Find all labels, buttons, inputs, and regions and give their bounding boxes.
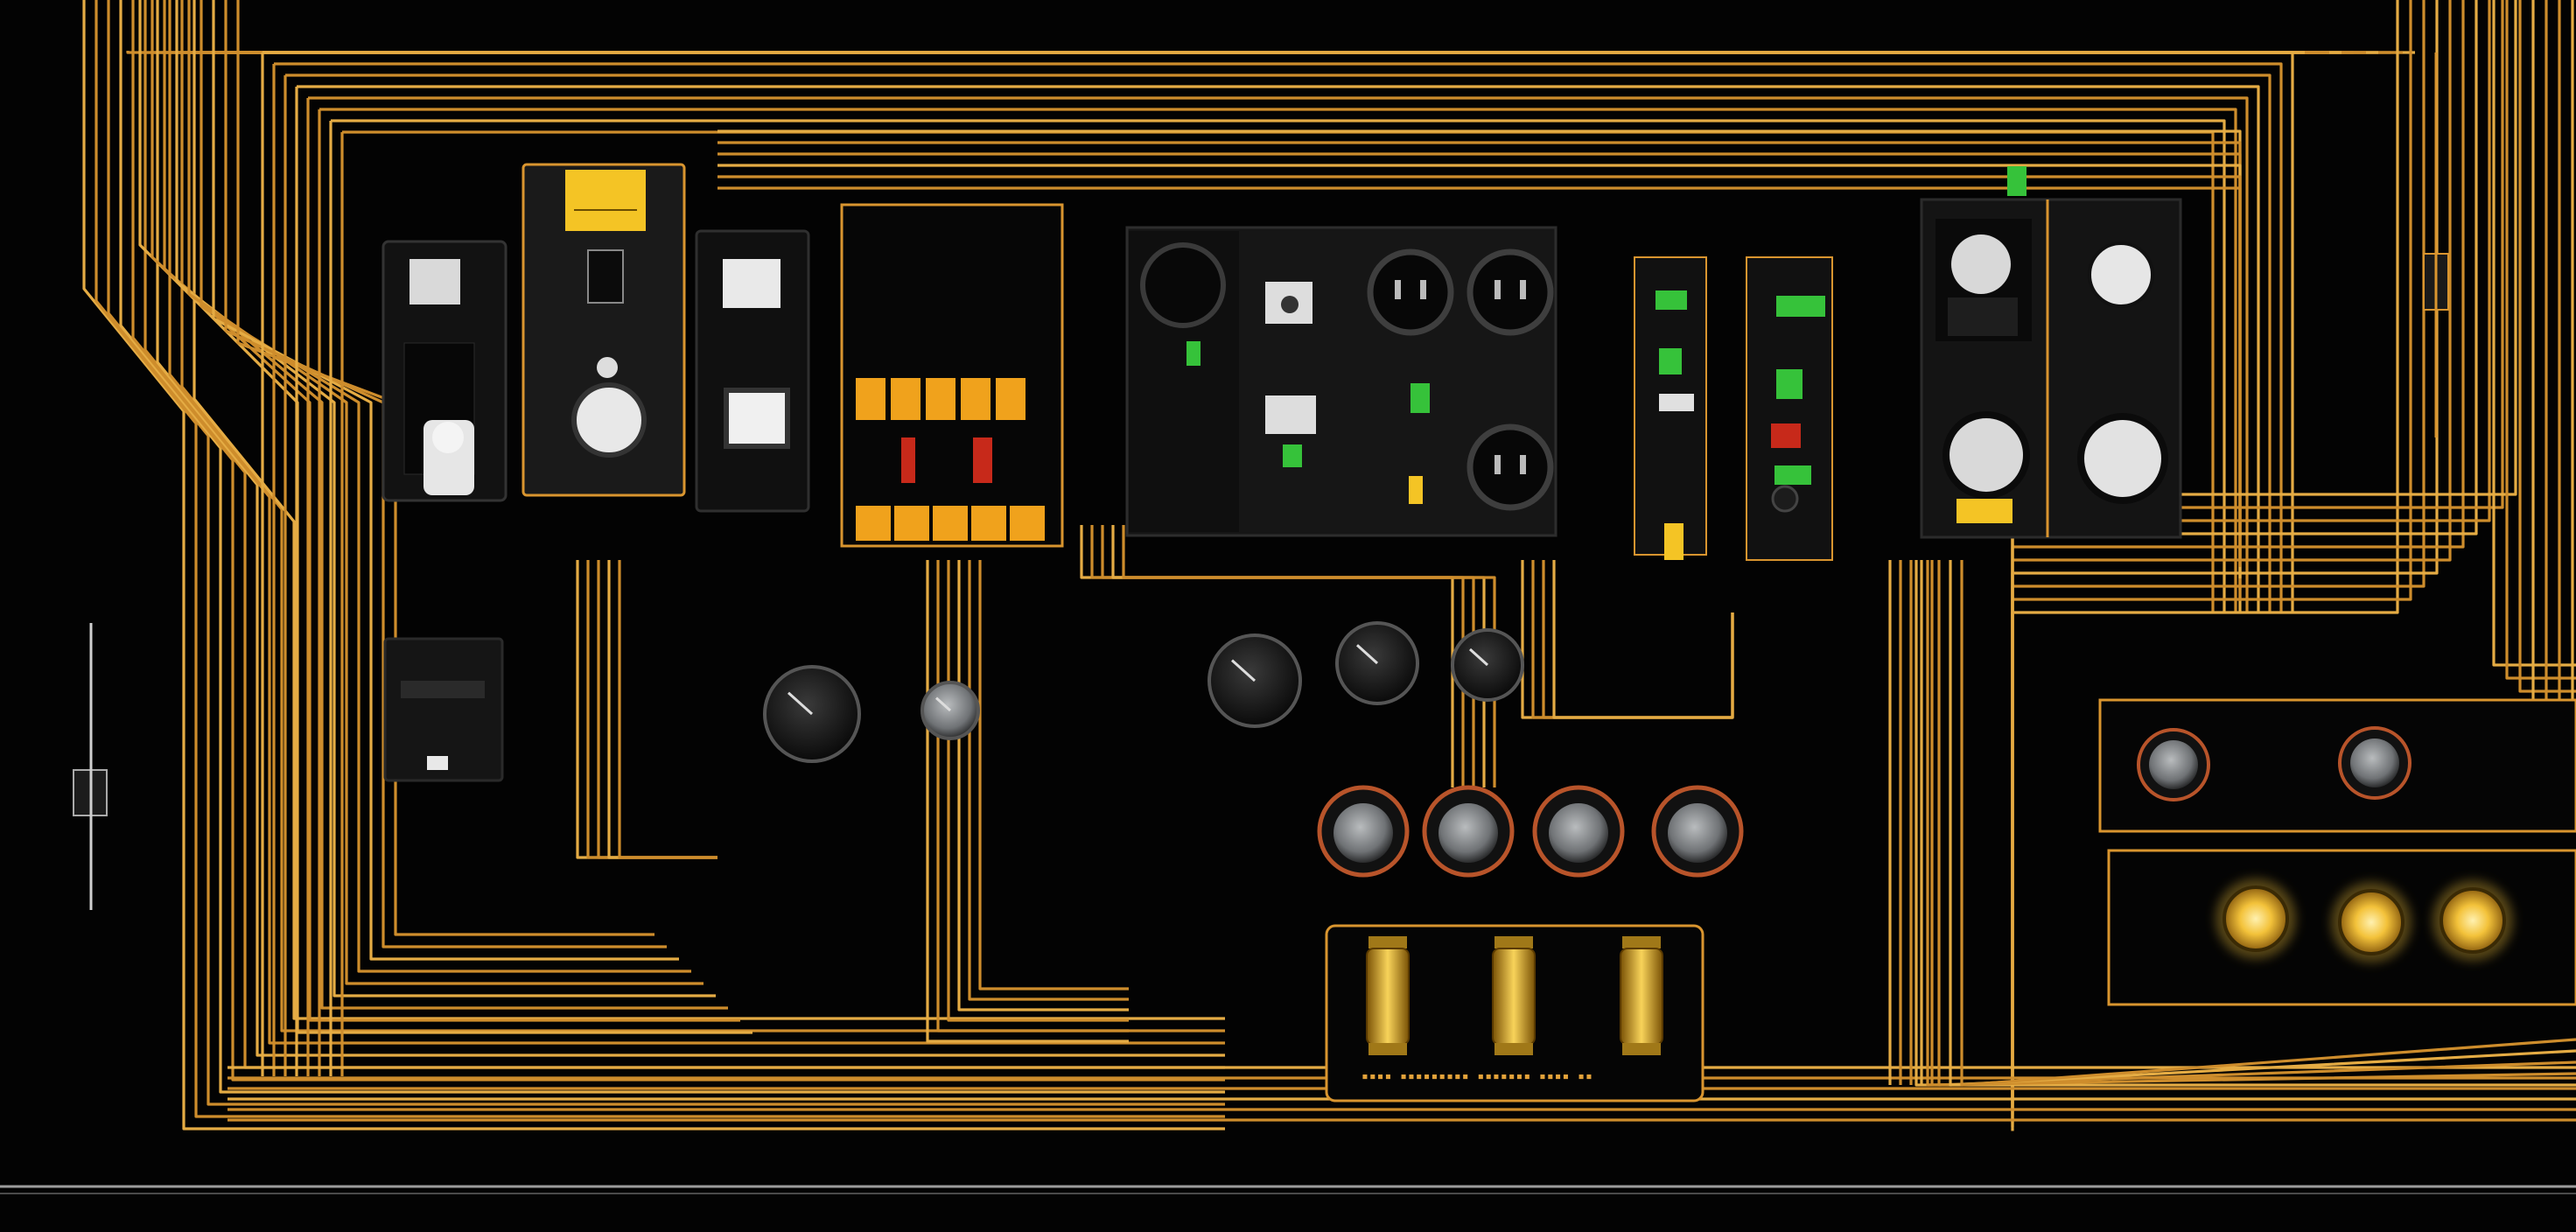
- power-outlet: [1466, 424, 1554, 511]
- analog-gauge: [763, 665, 861, 763]
- relay: [926, 378, 956, 420]
- wire: [212, 0, 679, 961]
- wire: [2518, 0, 2576, 693]
- analog-gauge: [2338, 726, 2412, 800]
- relay: [973, 438, 992, 483]
- relay: [971, 506, 1006, 541]
- glass-fuse: [1366, 936, 1410, 1055]
- terminal-switch: [2423, 52, 2449, 438]
- relay: [933, 506, 968, 541]
- wire: [1914, 560, 2576, 1087]
- relay: [856, 378, 886, 420]
- wire: [318, 108, 2237, 1076]
- analog-gauge: [1208, 634, 1302, 728]
- wire: [261, 51, 2294, 1076]
- relay-bank: [840, 203, 1064, 548]
- wire: [295, 85, 2260, 1076]
- breaker-module-right: [695, 229, 810, 513]
- status-led: [1186, 341, 1200, 366]
- relay: [961, 378, 990, 420]
- terminal-switch-panel: [1634, 256, 1833, 561]
- analog-gauge: [1422, 785, 1515, 878]
- wire: [187, 0, 704, 985]
- wire: [107, 0, 1225, 1106]
- wire: [156, 0, 1225, 1057]
- wire: [168, 0, 1225, 1045]
- relay: [996, 378, 1026, 420]
- wire: [192, 0, 1225, 1020]
- wire: [1937, 560, 2576, 1087]
- wire: [163, 0, 728, 1010]
- analog-gauge: [1335, 621, 1419, 705]
- glass-fuse: [1620, 936, 1663, 1055]
- wire: [329, 119, 2226, 1076]
- fuse-box: ▪▪▪▪ ▪▪▪▪▪▪▪▪▪ ▪▪▪▪▪▪▪ ▪▪▪▪ ▪▪: [1325, 924, 1704, 1102]
- wire: [1960, 560, 2576, 1087]
- wire: [1552, 560, 1734, 719]
- wire: [2505, 0, 2576, 680]
- wire: [200, 0, 691, 973]
- gauge-dial: [571, 382, 647, 458]
- analog-gauge: [1651, 785, 1744, 878]
- wire: [306, 96, 2249, 1076]
- indicator-lamp: [2216, 878, 2296, 959]
- analog-gauge: [1532, 785, 1625, 878]
- power-outlet: [1367, 248, 1454, 336]
- analog-gauge: [1317, 785, 1410, 878]
- glass-fuse: [1492, 936, 1536, 1055]
- relay: [891, 378, 920, 420]
- analog-gauge: [1451, 628, 1524, 702]
- breaker-module-main: [522, 163, 686, 497]
- indicator-lamp: [2331, 882, 2412, 962]
- bottom-bus-bar: [0, 1185, 2576, 1194]
- power-outlet: [1140, 242, 1226, 328]
- wire: [2011, 0, 2517, 1131]
- wire: [718, 186, 2242, 556]
- meter-box: [383, 637, 504, 782]
- relay: [856, 506, 891, 541]
- wire: [131, 0, 1225, 1082]
- indicator-lamp-panel: [2098, 698, 2576, 1006]
- warning-label: [1956, 499, 2012, 523]
- relay: [894, 506, 929, 541]
- wire: [618, 560, 718, 859]
- warning-label: [565, 170, 646, 231]
- wire: [2492, 0, 2576, 667]
- wire: [1926, 560, 2576, 1087]
- ringed-gauge-row: [1317, 785, 1744, 878]
- breaker-module-left: [382, 240, 508, 502]
- analog-gauge-row: [763, 621, 1524, 763]
- wiring-harness: [82, 0, 2576, 1131]
- wire: [119, 0, 1225, 1094]
- indicator-lamp: [2432, 880, 2513, 961]
- wire: [94, 0, 1225, 1118]
- terminal-switch: [73, 623, 108, 910]
- wire: [150, 0, 740, 1022]
- wire: [82, 0, 1225, 1130]
- outlet-panel-center: [1125, 226, 1558, 537]
- relay: [1010, 506, 1045, 541]
- wire: [272, 62, 2283, 1076]
- wire: [978, 560, 1129, 990]
- power-outlet: [1466, 248, 1554, 336]
- svg-text:▪▪▪▪ ▪▪▪▪▪▪▪▪▪ ▪▪▪▪▪▪▪ ▪▪▪▪ ▪▪: ▪▪▪▪ ▪▪▪▪▪▪▪▪▪ ▪▪▪▪▪▪▪ ▪▪▪▪ ▪▪: [1362, 1070, 1593, 1083]
- wire: [1949, 560, 2576, 1087]
- wire: [180, 0, 1225, 1032]
- outlet-block-right: [1920, 166, 2182, 539]
- wire: [175, 0, 716, 998]
- analog-gauge: [2137, 728, 2210, 802]
- relay: [901, 438, 915, 483]
- wire: [284, 74, 2272, 1076]
- analog-gauge: [920, 681, 980, 740]
